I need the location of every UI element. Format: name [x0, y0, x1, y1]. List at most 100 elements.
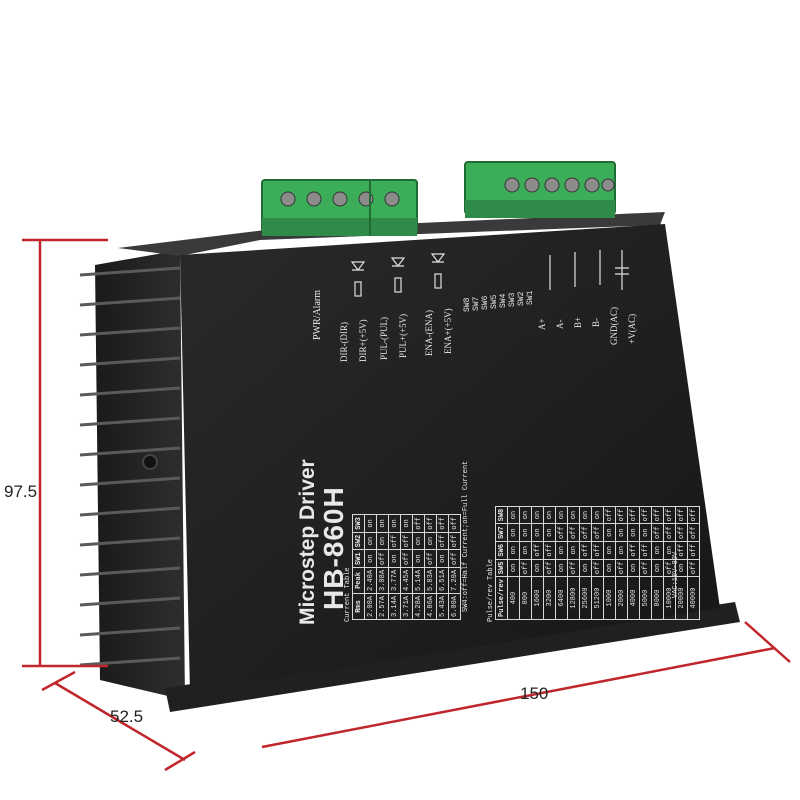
- table-cell: off: [603, 506, 616, 524]
- table-cell: off: [675, 523, 688, 542]
- table-cell: on: [519, 506, 532, 524]
- dimension-lines: [22, 238, 791, 772]
- table-cell: 4.86A: [424, 593, 437, 620]
- table-cell: off: [591, 541, 604, 560]
- table-cell: SW8: [495, 506, 508, 524]
- table-cell: on: [567, 541, 580, 560]
- table-cell: on: [507, 559, 520, 577]
- table-cell: on: [627, 523, 640, 542]
- table-cell: off: [555, 523, 568, 542]
- table-cell: off: [651, 523, 664, 542]
- table-cell: off: [531, 541, 544, 560]
- heatsink-fins: [79, 250, 185, 700]
- table-cell: off: [436, 514, 449, 533]
- pin-label: PUL-(PUL): [379, 317, 389, 360]
- table-cell: SW2: [352, 532, 365, 550]
- table-cell: on: [567, 506, 580, 524]
- table-cell: on: [639, 523, 652, 542]
- table-cell: 4.45A: [400, 567, 413, 594]
- table-cell: on: [364, 549, 377, 568]
- pin-label: DIR+(+5V): [358, 319, 368, 362]
- table-cell: on: [412, 549, 425, 568]
- motor-pin-label: A-: [555, 319, 565, 330]
- table-cell: on: [543, 523, 556, 542]
- table-cell: off: [388, 532, 401, 550]
- table-cell: on: [603, 541, 616, 560]
- table-cell: 2.40A: [364, 567, 377, 594]
- table-cell: 51200: [591, 576, 604, 620]
- table-cell: 12800: [567, 576, 580, 620]
- table-cell: off: [400, 532, 413, 550]
- table-cell: off: [424, 514, 437, 533]
- pin-label: ENA-(ENA): [424, 310, 434, 356]
- pulse-table-title: Pulse/rev Table: [487, 558, 495, 622]
- table-cell: off: [543, 541, 556, 560]
- motor-pin-label: B+: [573, 316, 583, 328]
- table-cell: 2.00A: [364, 593, 377, 620]
- table-cell: on: [579, 559, 592, 577]
- pin-label: DIR-(DIR): [339, 322, 349, 362]
- table-cell: off: [687, 523, 700, 542]
- table-cell: 2000: [615, 576, 628, 620]
- table-cell: 5.83A: [424, 567, 437, 594]
- table-cell: on: [591, 506, 604, 524]
- table-cell: off: [567, 559, 580, 577]
- table-cell: off: [448, 514, 461, 533]
- table-cell: on: [615, 541, 628, 560]
- table-cell: 6400: [555, 576, 568, 620]
- table-cell: 1600: [531, 576, 544, 620]
- table-cell: on: [531, 523, 544, 542]
- table-cell: off: [448, 532, 461, 550]
- table-cell: on: [507, 506, 520, 524]
- optocoupler-symbols: [350, 250, 629, 297]
- table-cell: Pulse/rev: [495, 576, 508, 620]
- motor-pin-label: GND(AC): [609, 307, 619, 345]
- table-cell: on: [579, 506, 592, 524]
- terminal-block-power: [464, 161, 616, 218]
- table-cell: off: [579, 541, 592, 560]
- switch-label: SW2: [517, 291, 526, 306]
- table-cell: off: [663, 506, 676, 524]
- table-cell: 5000: [639, 576, 652, 620]
- table-cell: SW3: [352, 514, 365, 533]
- table-cell: off: [591, 523, 604, 542]
- table-cell: off: [675, 506, 688, 524]
- table-cell: off: [651, 506, 664, 524]
- table-cell: on: [412, 532, 425, 550]
- switch-label: SW5: [490, 294, 499, 309]
- table-cell: Rms: [352, 593, 365, 620]
- switch-label: SW6: [481, 295, 490, 310]
- pin-label: PUL+(+5V): [398, 313, 408, 358]
- table-cell: SW7: [495, 523, 508, 542]
- table-cell: on: [627, 559, 640, 577]
- motor-pin-label: A+: [537, 318, 547, 330]
- switch-label: SW1: [526, 290, 535, 305]
- table-cell: off: [687, 541, 700, 560]
- table-cell: off: [543, 559, 556, 577]
- table-cell: on: [519, 523, 532, 542]
- table-cell: SW6: [495, 541, 508, 560]
- current-table-note: SW4:off=Half Current;on=Full Current: [462, 460, 470, 612]
- table-cell: 2.57A: [376, 593, 389, 620]
- table-cell: on: [364, 514, 377, 533]
- table-cell: on: [519, 541, 532, 560]
- motor-pin-label: +V(AC): [627, 313, 637, 344]
- table-cell: 40000: [687, 576, 700, 620]
- status-label: PWR/Alarm: [312, 290, 323, 340]
- table-cell: on: [651, 541, 664, 560]
